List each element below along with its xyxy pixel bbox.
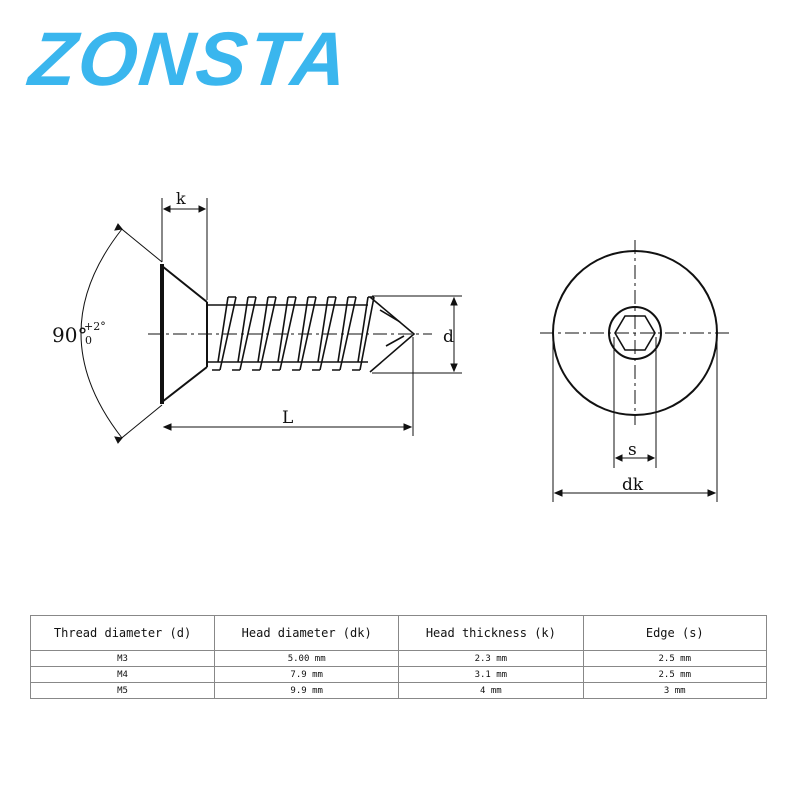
k-dimension [161, 198, 208, 300]
table-row: M5 9.9 mm 4 mm 3 mm [29, 682, 767, 699]
d-dimension [372, 295, 462, 374]
angle-dimension [80, 223, 163, 444]
label-d: d [443, 327, 454, 347]
cell-edge: 2.5 mm [582, 650, 767, 667]
cell-head-diameter: 5.00 mm [214, 650, 400, 667]
screw-head-top-view [540, 240, 730, 425]
cell-edge: 3 mm [582, 682, 767, 699]
cell-thread: M4 [29, 666, 216, 683]
header-head-diameter: Head diameter (dk) [214, 615, 400, 651]
label-dk: dk [622, 475, 644, 495]
header-thread-diameter: Thread diameter (d) [29, 615, 216, 651]
cell-head-diameter: 7.9 mm [214, 666, 400, 683]
s-dimension [613, 337, 657, 468]
label-tol-upper: +2° [84, 320, 106, 333]
screw-thread [207, 296, 416, 373]
label-s: s [628, 440, 637, 460]
header-head-thickness: Head thickness (k) [398, 615, 584, 651]
dk-dimension [552, 340, 718, 502]
cell-head-thickness: 4 mm [398, 682, 584, 699]
header-edge: Edge (s) [582, 615, 767, 651]
table-row: M4 7.9 mm 3.1 mm 2.5 mm [29, 666, 767, 683]
L-dimension [162, 337, 414, 436]
table-row: M3 5.00 mm 2.3 mm 2.5 mm [29, 650, 767, 667]
cell-head-thickness: 2.3 mm [398, 650, 584, 667]
cell-edge: 2.5 mm [582, 666, 767, 683]
cell-thread: M5 [29, 682, 216, 699]
spec-table-header: Thread diameter (d) Head diameter (dk) H… [29, 615, 767, 651]
label-tol-lower: 0 [85, 334, 92, 347]
label-L: L [282, 408, 293, 428]
spec-table: Thread diameter (d) Head diameter (dk) H… [29, 615, 767, 699]
cell-thread: M3 [29, 650, 216, 667]
cell-head-thickness: 3.1 mm [398, 666, 584, 683]
screw-technical-drawing: k 90° +2° 0 L d s dk [52, 189, 730, 502]
label-k: k [176, 189, 186, 208]
cell-head-diameter: 9.9 mm [214, 682, 400, 699]
label-angle: 90° [52, 323, 87, 347]
